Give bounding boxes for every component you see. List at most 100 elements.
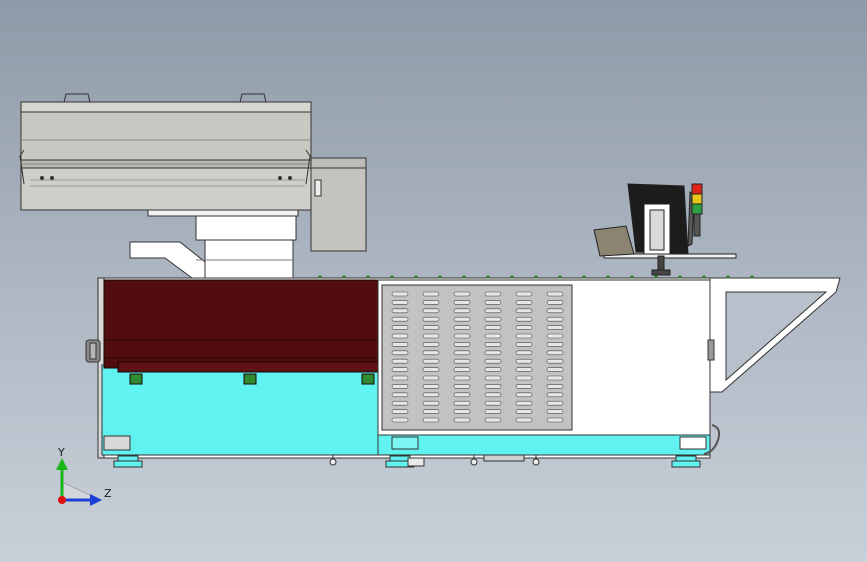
- top-stud: [462, 275, 466, 279]
- top-stud: [606, 275, 610, 279]
- hood-handle-right: [239, 93, 267, 103]
- vent-slot: [422, 333, 440, 339]
- vent-slot: [453, 350, 471, 356]
- vent-slot: [515, 342, 533, 347]
- vent-slot: [484, 316, 502, 322]
- top-stud: [678, 275, 682, 279]
- top-stud: [750, 275, 754, 279]
- vent-slot: [453, 333, 471, 339]
- vent-slot: [391, 300, 409, 305]
- middle-mechanism: [129, 209, 299, 279]
- vent-slot: [422, 375, 440, 381]
- vent-slot: [391, 350, 409, 356]
- vent-slot: [391, 291, 409, 297]
- vent-slot: [484, 333, 502, 339]
- vent-slot: [515, 358, 533, 364]
- vent-slot: [546, 409, 564, 414]
- vent-slot: [515, 375, 533, 381]
- vent-slot: [391, 375, 409, 381]
- vent-slot: [422, 367, 440, 372]
- vent-slot: [515, 316, 533, 322]
- vent-slot: [515, 291, 533, 297]
- top-stud: [726, 275, 730, 279]
- vent-slot: [515, 384, 533, 389]
- vent-slot: [453, 325, 471, 330]
- vent-slot: [422, 417, 440, 423]
- foot-middle: [385, 455, 425, 468]
- top-stud: [582, 275, 586, 279]
- vent-slot: [484, 367, 502, 372]
- vent-slot: [546, 316, 564, 322]
- vent-slot: [391, 367, 409, 372]
- vent-slot: [484, 350, 502, 356]
- vent-slot: [484, 358, 502, 364]
- vent-slot: [422, 300, 440, 305]
- top-stud: [318, 275, 322, 279]
- vent-slot: [422, 358, 440, 364]
- caster: [532, 455, 540, 466]
- vent-slot: [453, 316, 471, 322]
- vent-slot: [484, 400, 502, 406]
- vent-slot: [515, 300, 533, 305]
- vent-slot: [546, 308, 564, 314]
- top-stud: [366, 275, 370, 279]
- top-stud: [486, 275, 490, 279]
- vent-slots: [391, 291, 564, 423]
- vent-slot: [453, 375, 471, 381]
- top-stud: [534, 275, 538, 279]
- vent-slot: [515, 325, 533, 330]
- y-axis-label: Y: [57, 446, 65, 459]
- vent-slot: [391, 358, 409, 364]
- vent-slot: [453, 400, 471, 406]
- vent-slot: [422, 316, 440, 322]
- vent-slot: [422, 291, 440, 297]
- vent-slot: [422, 400, 440, 406]
- vent-slot: [453, 358, 471, 364]
- stack-light: [691, 183, 703, 237]
- vent-slot: [515, 400, 533, 406]
- vent-slot: [422, 342, 440, 347]
- vent-slot: [422, 409, 440, 414]
- vent-slot: [422, 350, 440, 356]
- vent-panel: [377, 279, 711, 436]
- vent-slot: [515, 350, 533, 356]
- vent-slot: [546, 417, 564, 423]
- vent-slot: [546, 325, 564, 330]
- vent-slot: [453, 291, 471, 297]
- operator-station: [593, 183, 737, 276]
- vent-slot: [453, 409, 471, 414]
- vent-slot: [391, 316, 409, 322]
- caster: [329, 455, 337, 466]
- vent-slot: [391, 333, 409, 339]
- vent-slot: [484, 409, 502, 414]
- vent-slot: [422, 384, 440, 389]
- vent-slot: [546, 358, 564, 364]
- vent-slot: [391, 392, 409, 398]
- foot-left: [113, 455, 143, 468]
- vent-slot: [515, 409, 533, 414]
- top-studs: [318, 275, 754, 279]
- vent-slot: [453, 384, 471, 389]
- vent-slot: [391, 417, 409, 423]
- vent-slot: [484, 392, 502, 398]
- vent-slot: [484, 308, 502, 314]
- top-stud: [414, 275, 418, 279]
- vent-slot: [453, 417, 471, 423]
- vent-slot: [546, 342, 564, 347]
- top-stud: [630, 275, 634, 279]
- vent-slot: [484, 375, 502, 381]
- vent-slot: [515, 333, 533, 339]
- conveyor-belt: [103, 279, 379, 385]
- hood-handle-left: [63, 93, 91, 103]
- top-stud: [390, 275, 394, 279]
- vent-slot: [546, 367, 564, 372]
- vent-slot: [391, 400, 409, 406]
- vent-slot: [546, 392, 564, 398]
- vent-slot: [546, 350, 564, 356]
- vent-slot: [484, 384, 502, 389]
- vent-slot: [391, 409, 409, 414]
- vent-slot: [484, 300, 502, 305]
- vent-slot: [391, 308, 409, 314]
